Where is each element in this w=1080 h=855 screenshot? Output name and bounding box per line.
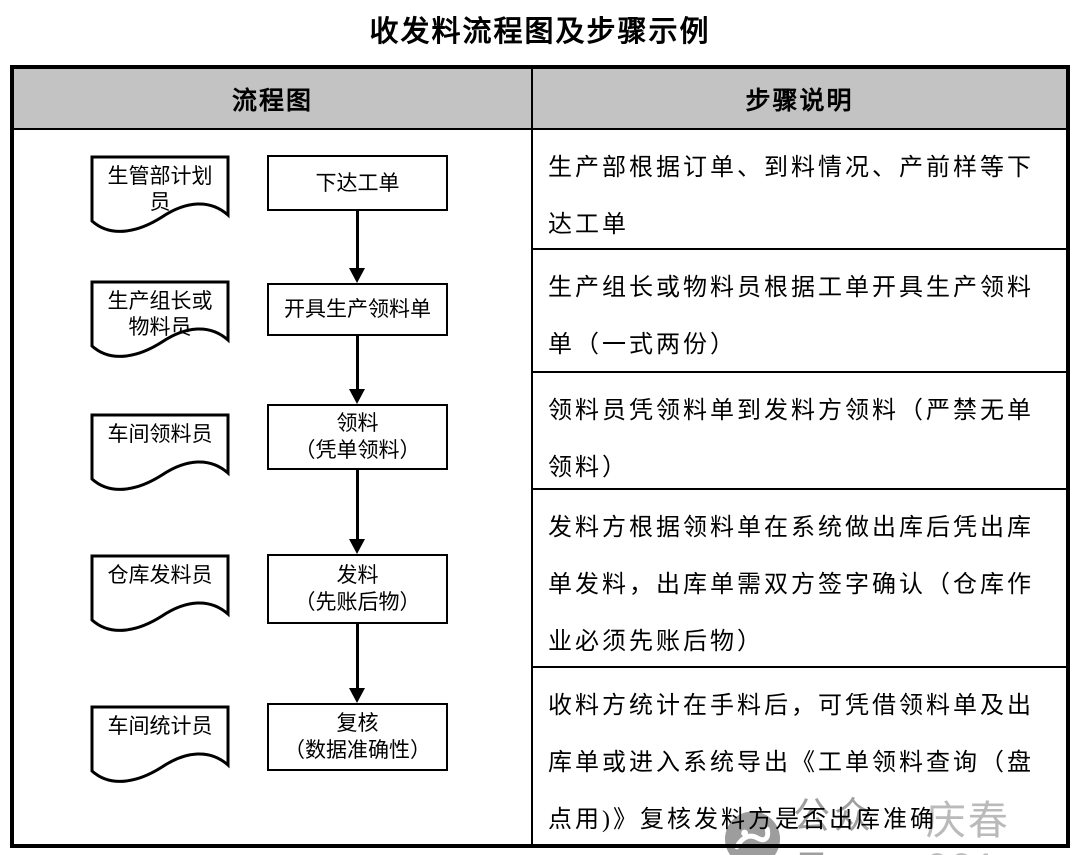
document-shape-icon	[90, 705, 230, 783]
column-header-steps: 步骤说明	[533, 69, 1066, 130]
step-row-1: 生产部根据订单、到料情况、产前样等下 达工单	[533, 130, 1066, 250]
flow-role-shape-5: 车间统计员	[90, 705, 230, 791]
flow-step-box-5: 复核 （数据准确性）	[267, 703, 448, 771]
step-row-2: 生产组长或物料员根据工单开具生产领料 单（一式两份）	[533, 250, 1066, 373]
flow-step-sublabel: （先账后物）	[294, 590, 421, 614]
flow-step-sublabel: （数据准确性）	[284, 738, 431, 762]
flow-step-box-2: 开具生产领料单	[267, 283, 448, 336]
flow-arrow-down-4	[349, 624, 366, 703]
watermark-text-primary: 公众号	[793, 795, 876, 855]
document-shape-icon	[90, 155, 230, 233]
steps-column: 生产部根据订单、到料情况、产前样等下 达工单 生产组长或物料员根据工单开具生产领…	[533, 130, 1066, 844]
flow-role-shape-1: 生管部计划员	[90, 155, 230, 241]
table-header-row: 流程图 步骤说明	[14, 69, 1066, 130]
flow-step-box-3: 领料 （凭单领料）	[267, 404, 448, 470]
flow-role-label: 生管部计划员	[107, 164, 213, 214]
step-text: 收料方统计在手料后，可凭借领料单及出 库单或进入系统导出《工单领料查询（盘 点用…	[548, 693, 1034, 833]
column-header-flowchart: 流程图	[14, 69, 533, 130]
flow-role-label: 车间领料员	[107, 422, 213, 446]
step-text: 发料方根据领料单在系统做出库后凭出库 单发料，出库单需双方签字确认（仓库作 业必…	[548, 515, 1034, 655]
step-row-3: 领料员凭领料单到发料方领料（严禁无单 领料）	[533, 373, 1066, 490]
flow-step-box-4: 发料 （先账后物）	[267, 554, 448, 624]
step-text: 领料员凭领料单到发料方领料（严禁无单 领料）	[548, 398, 1034, 481]
process-table: 流程图 步骤说明 生管部计划员 生产组长或物料员	[10, 65, 1070, 848]
flow-step-label: 开具生产领料单	[284, 297, 431, 321]
flow-role-label: 生产组长或物料员	[107, 289, 213, 339]
flow-arrow-down-2	[349, 336, 366, 404]
flow-step-sublabel: （凭单领料）	[294, 438, 421, 462]
flow-role-label: 车间统计员	[107, 714, 213, 738]
page-title: 收发料流程图及步骤示例	[369, 16, 711, 48]
flow-arrow-down-1	[349, 211, 366, 283]
flow-step-label: 领料	[336, 411, 379, 435]
flow-arrow-down-3	[349, 470, 366, 554]
flow-step-label: 下达工单	[315, 170, 400, 195]
step-row-4: 发料方根据领料单在系统做出库后凭出库 单发料，出库单需双方签字确认（仓库作 业必…	[533, 490, 1066, 668]
flow-role-label: 仓库发料员	[107, 563, 213, 587]
step-text: 生产部根据订单、到料情况、产前样等下 达工单	[548, 155, 1034, 238]
table-body: 生管部计划员 生产组长或物料员 车间领料员 仓库发料员	[14, 130, 1066, 844]
step-row-5: 收料方统计在手料后，可凭借领料单及出 库单或进入系统导出《工单领料查询（盘 点用…	[533, 668, 1066, 844]
watermark-text-secondary: 庆春001	[925, 798, 1010, 855]
step-text: 生产组长或物料员根据工单开具生产领料 单（一式两份）	[548, 275, 1034, 358]
flow-step-box-1: 下达工单	[267, 155, 448, 211]
document-shape-icon	[90, 413, 230, 491]
flowchart-cell: 生管部计划员 生产组长或物料员 车间领料员 仓库发料员	[14, 130, 533, 844]
document-shape-icon	[90, 280, 230, 358]
flow-step-label: 复核	[336, 711, 379, 735]
flow-role-shape-4: 仓库发料员	[90, 554, 230, 640]
document-shape-icon	[90, 554, 230, 632]
flow-role-shape-3: 车间领料员	[90, 413, 230, 499]
flow-role-shape-2: 生产组长或物料员	[90, 280, 230, 366]
flow-step-label: 发料	[336, 563, 379, 587]
